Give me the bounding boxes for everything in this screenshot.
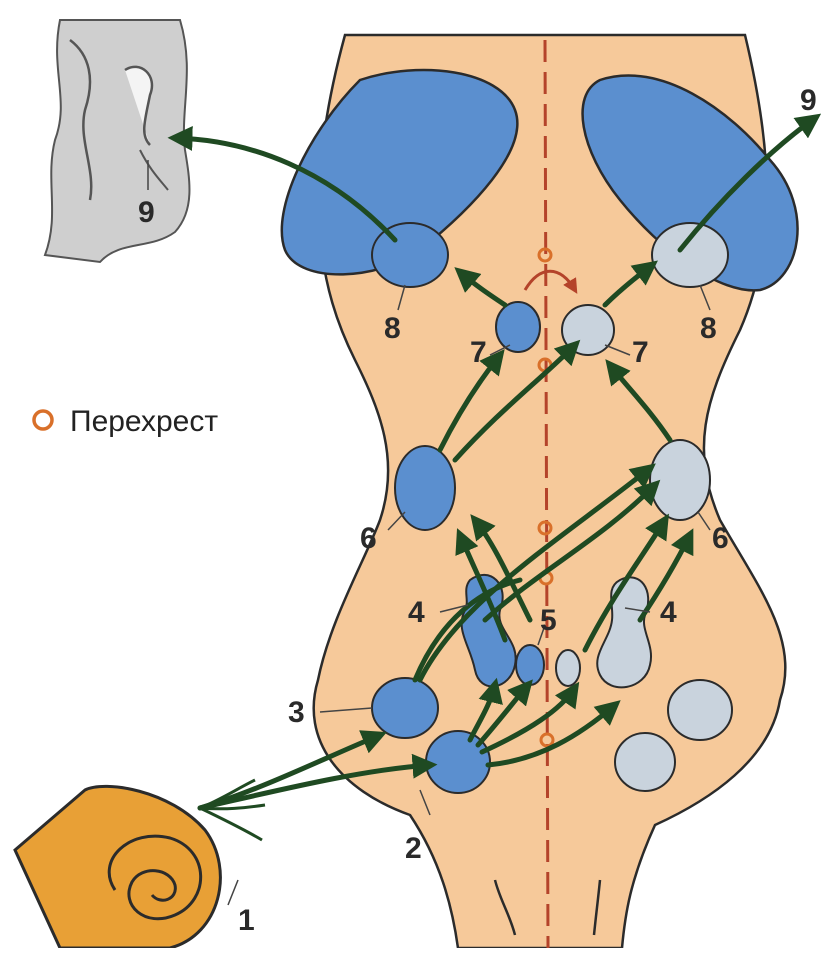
label-cochlear-nucleus-ventral: 2 [405,832,422,865]
cochlear-nucleus-dorsal [372,678,438,738]
contralateral-nucleus-lower [615,733,675,791]
label-auditory-cortex-right: 9 [800,84,817,117]
label-inferior-colliculus-left: 7 [470,336,487,369]
lateral-lemniscus-right [650,440,710,520]
contralateral-nucleus-upper [668,680,732,740]
legend: Перехрест [34,405,218,438]
label-lateral-lemniscus-right: 6 [712,522,729,555]
cochlea [15,780,265,948]
label-superior-olive-left: 4 [408,596,425,629]
label-auditory-cortex-left: 9 [138,196,155,229]
label-medial-geniculate-right: 8 [700,312,717,345]
label-inferior-colliculus-right: 7 [632,336,649,369]
inferior-colliculus-left [496,302,540,352]
label-superior-olive-right: 4 [660,596,677,629]
lateral-lemniscus-left [395,446,455,530]
auditory-cortex-inset [45,20,189,262]
legend-label: Перехрест [70,405,218,438]
label-lateral-lemniscus-left: 6 [360,522,377,555]
label-trapezoid-nucleus: 5 [540,604,557,637]
legend-marker-icon [34,411,52,429]
label-medial-geniculate-left: 8 [384,312,401,345]
medial-geniculate-right [652,223,728,287]
medial-geniculate-left [372,223,448,287]
trapezoid-nucleus-right [556,650,580,686]
trapezoid-nucleus-left [516,645,544,685]
label-cochlear-nucleus-dorsal: 3 [288,696,305,729]
label-cochlea: 1 [238,904,255,937]
